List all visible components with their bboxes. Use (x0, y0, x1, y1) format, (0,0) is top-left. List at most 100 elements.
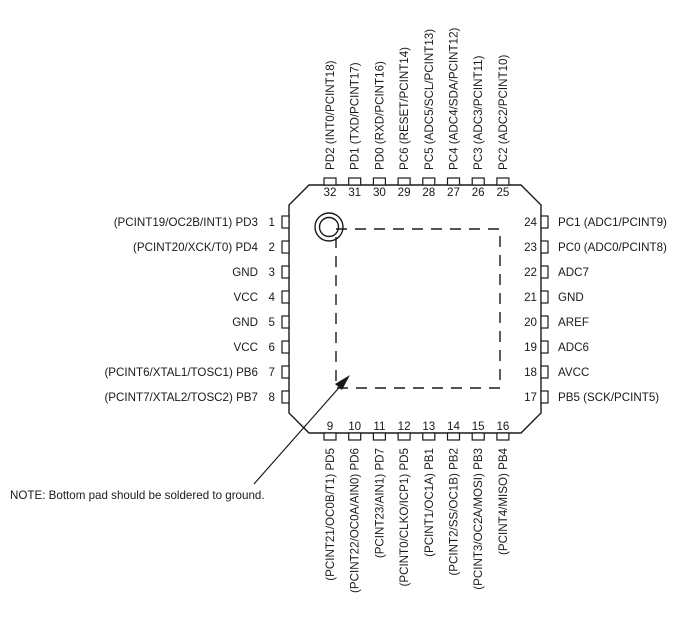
pin-number: 32 (324, 186, 337, 199)
pin-number: 30 (373, 186, 386, 199)
pin-number: 19 (524, 341, 537, 354)
pin-number: 9 (327, 420, 333, 433)
pin-number: 25 (496, 186, 509, 199)
pin-pad (540, 290, 549, 304)
pin-pad (540, 340, 549, 354)
pin-pad (540, 265, 549, 279)
pin-number: 21 (524, 291, 537, 304)
note-text: NOTE: Bottom pad should be soldered to g… (10, 489, 265, 502)
pin-pad (496, 432, 510, 441)
pin-pad (540, 215, 549, 229)
pin-pad (372, 177, 386, 186)
pin-number: 14 (447, 420, 460, 433)
pin-label: (PCINT20/XCK/T0) PD4 (133, 241, 259, 254)
pin-label: PB5 (SCK/PCINT5) (558, 391, 659, 404)
pin-pad (397, 432, 411, 441)
pin-pad (446, 432, 461, 441)
pin-pad (540, 315, 549, 329)
pin-number: 15 (472, 420, 485, 433)
pin-label: PC4 (ADC4/SDA/PCINT12) (448, 27, 461, 170)
pin-label: (PCINT7/XTAL2/TOSC2) PB7 (104, 391, 258, 404)
pin1-indicator-inner (318, 216, 340, 238)
pin-label: (PCINT4/MISO) PB4 (497, 447, 510, 554)
pin-number: 13 (422, 420, 435, 433)
pin-pad (422, 177, 436, 186)
pin-pad (348, 432, 362, 441)
pin-pad (471, 177, 485, 186)
pin-pad (471, 432, 485, 441)
pin-pad (281, 340, 290, 354)
pin-pad (372, 432, 386, 441)
pin-label: (PCINT1/OC1A) PB1 (423, 448, 436, 557)
pin-label: (PCINT6/XTAL1/TOSC1) PB6 (104, 366, 258, 379)
pin-label: ADC7 (558, 266, 589, 279)
pin-pad (323, 177, 337, 186)
pin-number: 23 (524, 241, 537, 254)
pin-number: 4 (269, 291, 276, 304)
pin-label: (PCINT21/OC0B/T1) PD5 (324, 448, 337, 581)
pin1-indicator-outer (314, 212, 344, 242)
pin-number: 26 (472, 186, 485, 199)
pin-number: 5 (269, 316, 275, 329)
pin-pad (397, 177, 411, 186)
pin-pad (281, 215, 290, 229)
pin-number: 27 (447, 186, 460, 199)
pin-number: 10 (348, 420, 361, 433)
pin-label: ADC6 (558, 341, 589, 354)
note-arrow-head (335, 375, 350, 390)
bottom-pin-group: 9 (PCINT21/OC0B/T1) PD5 10 (PCINT22/OC0A/AI… (323, 420, 510, 593)
pin-number: 3 (269, 266, 275, 279)
pin-pad (281, 265, 290, 279)
pin-label: AREF (558, 316, 589, 329)
pin-pad (540, 365, 549, 379)
pin-pad (281, 390, 290, 404)
pin-number: 11 (373, 420, 385, 433)
bottom-pad-outline (335, 228, 501, 389)
pin-pad (496, 177, 510, 186)
pin-label: GND (558, 291, 584, 304)
pin-label: AVCC (558, 366, 589, 379)
pin-pad (281, 240, 290, 254)
pin-label: PD2 (INT0/PCINT18) (324, 60, 337, 170)
pin-label: (PCINT22/OC0A/AIN0) PD6 (349, 448, 362, 593)
pin-number: 2 (269, 241, 275, 254)
left-pin-group: 1(PCINT19/OC2B/INT1) PD32(PCINT20/XCK/T0… (104, 215, 290, 404)
pin-number: 12 (398, 420, 411, 433)
pin-label: PD0 (RXD/PCINT16) (373, 61, 386, 170)
pin-label: (PCINT3/OC2A/MOSI) PB3 (472, 448, 485, 590)
pin-number: 17 (524, 391, 537, 404)
pin-pad (281, 365, 290, 379)
pin-label: PC5 (ADC5/SCL/PCINT13) (423, 29, 436, 170)
pin-pad (281, 315, 290, 329)
pin-label: VCC (234, 291, 258, 304)
pin-pad (323, 432, 337, 441)
pin-pad (540, 390, 549, 404)
pin-label: (PCINT23/AIN1) PD7 (373, 448, 386, 558)
pin-label: PC6 (RESET/PCINT14) (398, 47, 411, 170)
pin-label: PC3 (ADC3/PCINT11) (472, 55, 485, 170)
pin-label: PC0 (ADC0/PCINT8) (558, 241, 667, 254)
pin-pad (348, 177, 362, 186)
pin-label: VCC (234, 341, 258, 354)
pin-pad (422, 432, 436, 441)
pin-label: GND (232, 266, 258, 279)
pin-pad (540, 240, 549, 254)
pin-number: 29 (398, 186, 411, 199)
pin-number: 22 (524, 266, 537, 279)
pin-number: 7 (269, 366, 275, 379)
pin-pad (446, 177, 461, 186)
pin-number: 1 (269, 216, 275, 229)
pin-number: 18 (524, 366, 537, 379)
pin-number: 28 (422, 186, 435, 199)
note-arrow-line (253, 381, 345, 485)
pin-number: 20 (524, 316, 537, 329)
pin-label: GND (232, 316, 258, 329)
pin-number: 31 (348, 186, 361, 199)
pin-label: PC2 (ADC2/PCINT10) (497, 55, 510, 170)
pin-number: 6 (269, 341, 275, 354)
pin-number: 16 (496, 420, 509, 433)
pin-label: (PCINT2/SS/OC1B) PB2 (448, 448, 461, 576)
